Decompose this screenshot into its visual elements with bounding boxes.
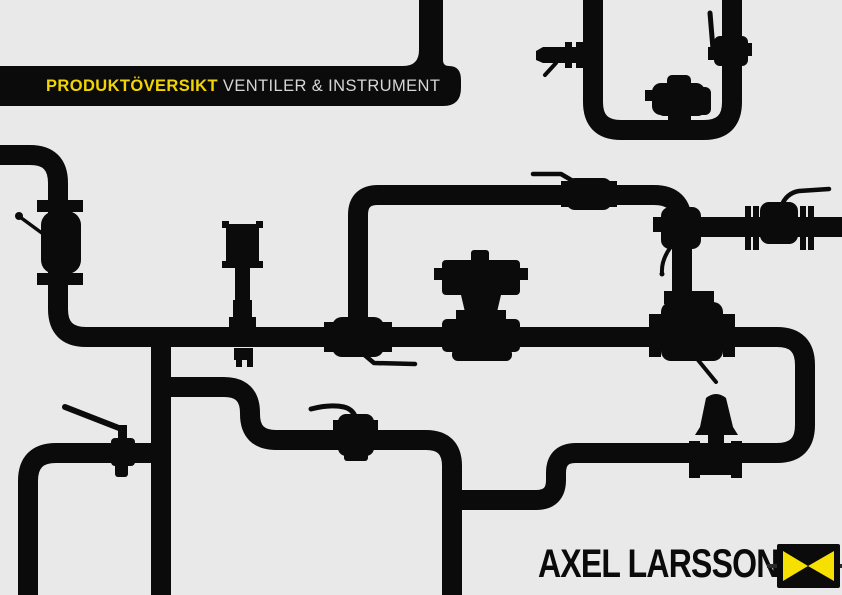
brand-name: AXEL LARSSON — [538, 542, 779, 586]
ball-valve-right-riser — [653, 207, 701, 277]
lever-gate-valve-bottom-left — [62, 404, 135, 477]
pressure-reducing-valve — [689, 394, 742, 478]
bowtie-valve-icon-right — [808, 551, 834, 581]
brand-logo-mark — [767, 544, 842, 588]
logo-stub-right — [840, 564, 842, 568]
page-title-primary: PRODUKTÖVERSIKT — [46, 77, 218, 95]
ball-valve-loop-top — [530, 171, 617, 210]
pump-actuator — [645, 75, 711, 140]
logo-stub-left — [767, 564, 777, 568]
bowtie-valve-icon-left — [783, 551, 808, 581]
pipe-lower-branch — [161, 377, 462, 595]
flanged-valve-left-riser — [324, 317, 418, 367]
side-tap-valve — [536, 42, 591, 77]
pipe-bottom-left — [18, 443, 161, 595]
ball-valve-riser-top — [707, 10, 752, 66]
three-way-flanged-valve — [649, 291, 735, 384]
globe-valve-left — [15, 200, 83, 285]
ball-valve-branch-right — [745, 186, 832, 250]
instrument-transmitter — [222, 221, 263, 367]
title-band-pipe — [0, 0, 461, 106]
ball-valve-bottom-branch — [308, 403, 378, 461]
page-title-secondary: VENTILER & INSTRUMENT — [222, 77, 441, 95]
actuated-control-valve — [434, 250, 528, 361]
page-title: PRODUKTÖVERSIKT VENTILER & INSTRUMENT — [46, 77, 440, 96]
